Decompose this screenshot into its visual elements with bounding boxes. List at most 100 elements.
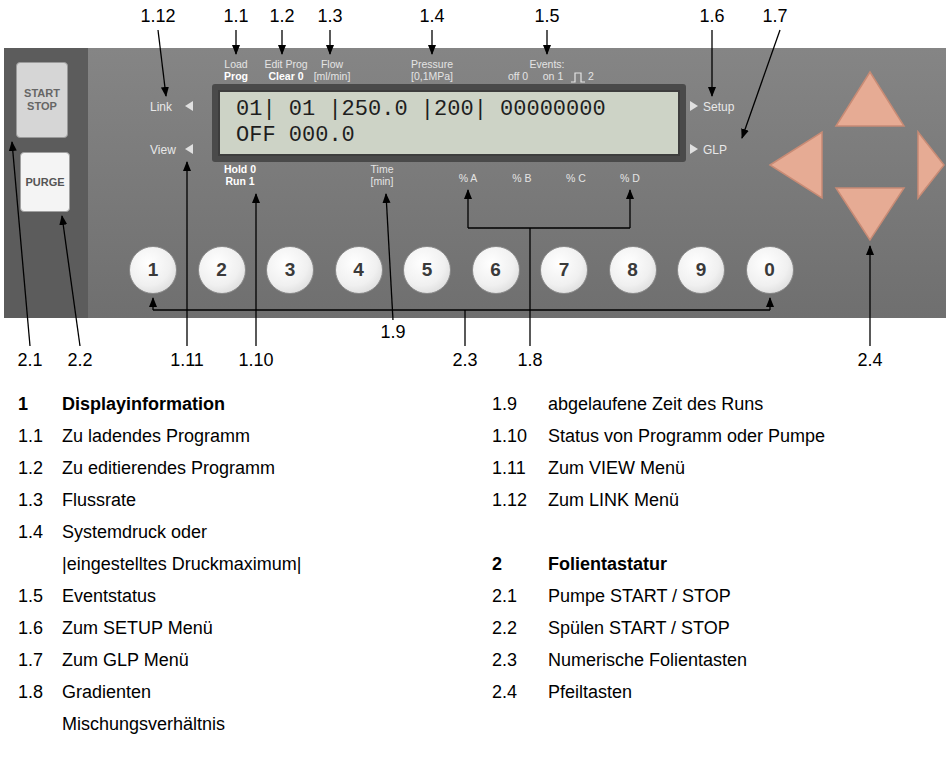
node-text: 4 bbox=[353, 259, 364, 281]
node-text: 8 bbox=[627, 259, 638, 281]
node-text: 1 bbox=[148, 259, 159, 281]
legend-number: 2.2 bbox=[492, 612, 517, 644]
legend-number: 1.2 bbox=[18, 452, 43, 484]
panel-strip bbox=[4, 48, 88, 318]
legend-number: 1.8 bbox=[18, 676, 43, 708]
arrow-keys bbox=[770, 72, 944, 240]
legend-number: 1.1 bbox=[18, 420, 43, 452]
numeric-key: 9 bbox=[677, 246, 725, 294]
panel-label: Run 1 bbox=[225, 175, 254, 188]
legend-number: 1.7 bbox=[18, 644, 43, 676]
callout-number: 1.4 bbox=[419, 6, 444, 28]
leader-lines bbox=[12, 30, 870, 346]
callout-number: 1.6 bbox=[699, 6, 724, 28]
legend-text: Pumpe START / STOP bbox=[548, 580, 938, 612]
legend-text: Eventstatus bbox=[62, 580, 308, 612]
legend-number: 1.5 bbox=[18, 580, 43, 612]
node-text: 3 bbox=[285, 259, 296, 281]
legend-text: Zum SETUP Menü bbox=[62, 612, 308, 644]
panel-label: Setup bbox=[703, 100, 734, 114]
legend-number: 2.4 bbox=[492, 676, 517, 708]
panel-label: Hold 0 bbox=[224, 163, 256, 176]
callout-number: 1.2 bbox=[269, 6, 294, 28]
node-text: 5 bbox=[422, 259, 433, 281]
panel-label: % C bbox=[566, 172, 586, 185]
numeric-key: 5 bbox=[403, 246, 451, 294]
panel-label: Pressure bbox=[411, 58, 453, 71]
legend-number: 1 bbox=[18, 388, 28, 420]
panel-label: Link bbox=[150, 100, 172, 114]
legend-number: 1.10 bbox=[492, 420, 527, 452]
legend-number: 1.4 bbox=[18, 516, 43, 548]
front-panel bbox=[4, 48, 946, 318]
display-bezel bbox=[212, 84, 686, 162]
panel-label: Events: bbox=[529, 58, 564, 71]
legend-text: abgelaufene Zeit des Runs bbox=[548, 388, 938, 420]
legend-number: 2.1 bbox=[492, 580, 517, 612]
panel-label: View bbox=[150, 143, 176, 157]
legend-text: Zum GLP Menü bbox=[62, 644, 308, 676]
legend-text: Zum VIEW Menü bbox=[548, 452, 938, 484]
callout-number: 2.1 bbox=[17, 350, 42, 372]
panel-label: % B bbox=[512, 172, 531, 185]
callout-number: 1.12 bbox=[140, 6, 175, 28]
callout-number: 1.3 bbox=[317, 6, 342, 28]
legend-text: Zum LINK Menü bbox=[548, 484, 938, 516]
legend-text: Zu editierendes Programm bbox=[62, 452, 308, 484]
panel-label: % A bbox=[459, 172, 478, 185]
callout-number: 1.8 bbox=[517, 350, 542, 372]
legend-number: 2 bbox=[492, 548, 502, 580]
legend-number: 2.3 bbox=[492, 644, 517, 676]
panel-label: 2 bbox=[588, 70, 594, 83]
panel-label: GLP bbox=[703, 143, 727, 157]
panel-label: [0,1MPa] bbox=[411, 70, 453, 83]
panel-label: Load bbox=[224, 58, 247, 71]
panel-label: [ml/min] bbox=[314, 70, 351, 83]
legend-text: Spülen START / STOP bbox=[548, 612, 938, 644]
numeric-key: 4 bbox=[335, 246, 383, 294]
panel-label: off 0 bbox=[508, 70, 528, 83]
numeric-key: 1 bbox=[129, 246, 177, 294]
purge-key: PURGE bbox=[20, 152, 70, 212]
panel-label: Flow bbox=[321, 58, 343, 71]
numeric-key: 8 bbox=[609, 246, 657, 294]
legend-text: Numerische Folientasten bbox=[548, 644, 938, 676]
callout-number: 1.7 bbox=[762, 6, 787, 28]
node-text: 01| 01 |250.0 |200| 00000000 bbox=[236, 97, 606, 123]
panel-label: Prog bbox=[224, 70, 248, 83]
node-text: 9 bbox=[696, 259, 707, 281]
panel-label: Time bbox=[371, 163, 394, 176]
pointer-right bbox=[690, 101, 698, 111]
node-text: START STOP bbox=[19, 87, 65, 112]
numeric-key: 7 bbox=[540, 246, 588, 294]
legend-number: 1.9 bbox=[492, 388, 517, 420]
legend-text: Pfeiltasten bbox=[548, 676, 938, 708]
legend-number: 1.11 bbox=[492, 452, 526, 484]
node-text: 0 bbox=[764, 259, 775, 281]
callout-number: 1.9 bbox=[380, 322, 405, 344]
callout-number: 1.10 bbox=[238, 350, 273, 372]
callout-number: 2.4 bbox=[857, 350, 882, 372]
legend-text: Flussrate bbox=[62, 484, 308, 516]
node-text: 6 bbox=[490, 259, 501, 281]
pointer-right bbox=[690, 144, 698, 154]
callout-number: 2.2 bbox=[67, 350, 92, 372]
start-stop-key: START STOP bbox=[16, 62, 68, 138]
numeric-key: 6 bbox=[472, 246, 520, 294]
legend-number: 1.12 bbox=[492, 484, 527, 516]
pointer-left bbox=[185, 144, 193, 154]
node-text: 2 bbox=[216, 259, 227, 281]
legend-number: 1.6 bbox=[18, 612, 43, 644]
node-text: PURGE bbox=[25, 176, 64, 188]
legend-text: Systemdruck oder |eingestelltes Druckmax… bbox=[62, 516, 308, 580]
legend-number: 1.3 bbox=[18, 484, 43, 516]
legend-text: Gradienten Mischungsverhältnis bbox=[62, 676, 308, 740]
numeric-key: 2 bbox=[198, 246, 246, 294]
panel-label: Clear 0 bbox=[268, 70, 303, 83]
pulse-symbol bbox=[571, 73, 585, 82]
panel-label: [min] bbox=[371, 175, 394, 188]
legend-text: Status von Programm oder Pumpe bbox=[548, 420, 938, 452]
panel-label: Edit Prog bbox=[264, 58, 307, 71]
legend-text: Zu ladendes Programm bbox=[62, 420, 308, 452]
legend-text: Folientastatur bbox=[548, 548, 667, 580]
